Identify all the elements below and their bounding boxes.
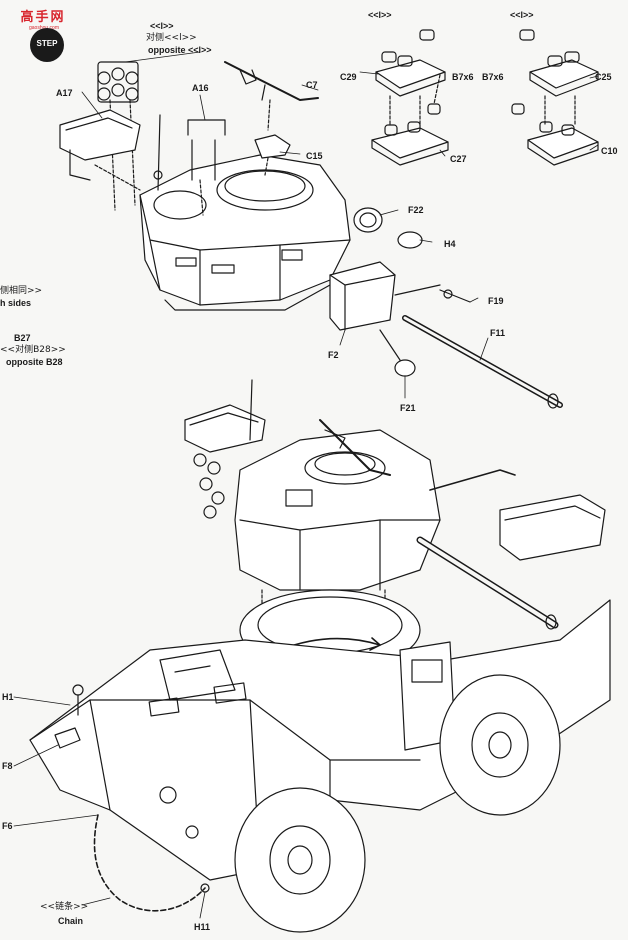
label-c15: C15: [306, 151, 323, 161]
step-label: STEP: [36, 39, 58, 48]
leader-lines: [13, 51, 599, 919]
label-h1: H1: [2, 692, 14, 702]
step-badge: [30, 28, 64, 62]
brand-logo: 高手网 gaoshou.com STEP: [14, 4, 72, 62]
logo-title: 高手网: [20, 10, 66, 25]
upper-turret: [59, 61, 351, 311]
label-b27: B27: [14, 333, 31, 343]
label-f6: F6: [2, 821, 13, 831]
label-l-top-mark: <<l>>: [150, 21, 174, 31]
label-c27: C27: [450, 154, 467, 164]
label-f8: F8: [2, 761, 13, 771]
detail-c25-c10: [511, 29, 599, 166]
label-a16: A16: [192, 83, 209, 93]
label-both-en: h sides: [0, 298, 32, 308]
label-b28-cn: <<对侧B28>>: [0, 345, 66, 355]
label-f11: F11: [490, 328, 506, 338]
label-f19: F19: [488, 296, 504, 306]
label-chain-cn: <<链条>>: [40, 902, 89, 912]
label-b7x6-left: B7x6: [452, 72, 474, 82]
label-f21: F21: [400, 403, 416, 413]
label-c29: C29: [340, 72, 357, 82]
label-both-cn: 侧相同>>: [0, 286, 43, 296]
vehicle-hull: [29, 469, 611, 933]
label-f22: F22: [408, 205, 424, 215]
label-a17: A17: [56, 88, 73, 98]
label-h4: H4: [444, 239, 456, 249]
label-l-top-en: opposite <<l>>: [148, 45, 212, 55]
label-mid-mark: <<l>>: [368, 10, 392, 20]
label-c10: C10: [601, 146, 618, 156]
label-c7: C7: [306, 80, 318, 90]
label-right-mark: <<l>>: [510, 10, 534, 20]
label-b28-en: opposite B28: [6, 357, 63, 367]
gun-parts: [329, 207, 563, 409]
detail-c29-c27: [371, 29, 449, 166]
label-b7x6-right: B7x6: [482, 72, 504, 82]
label-l-top-cn: 对侧<<l>>: [146, 33, 197, 43]
assembled-turret: [184, 379, 559, 661]
label-h11: H11: [194, 922, 211, 932]
label-chain-en: Chain: [58, 916, 84, 926]
label-f2: F2: [328, 350, 339, 360]
label-c25: C25: [595, 72, 612, 82]
